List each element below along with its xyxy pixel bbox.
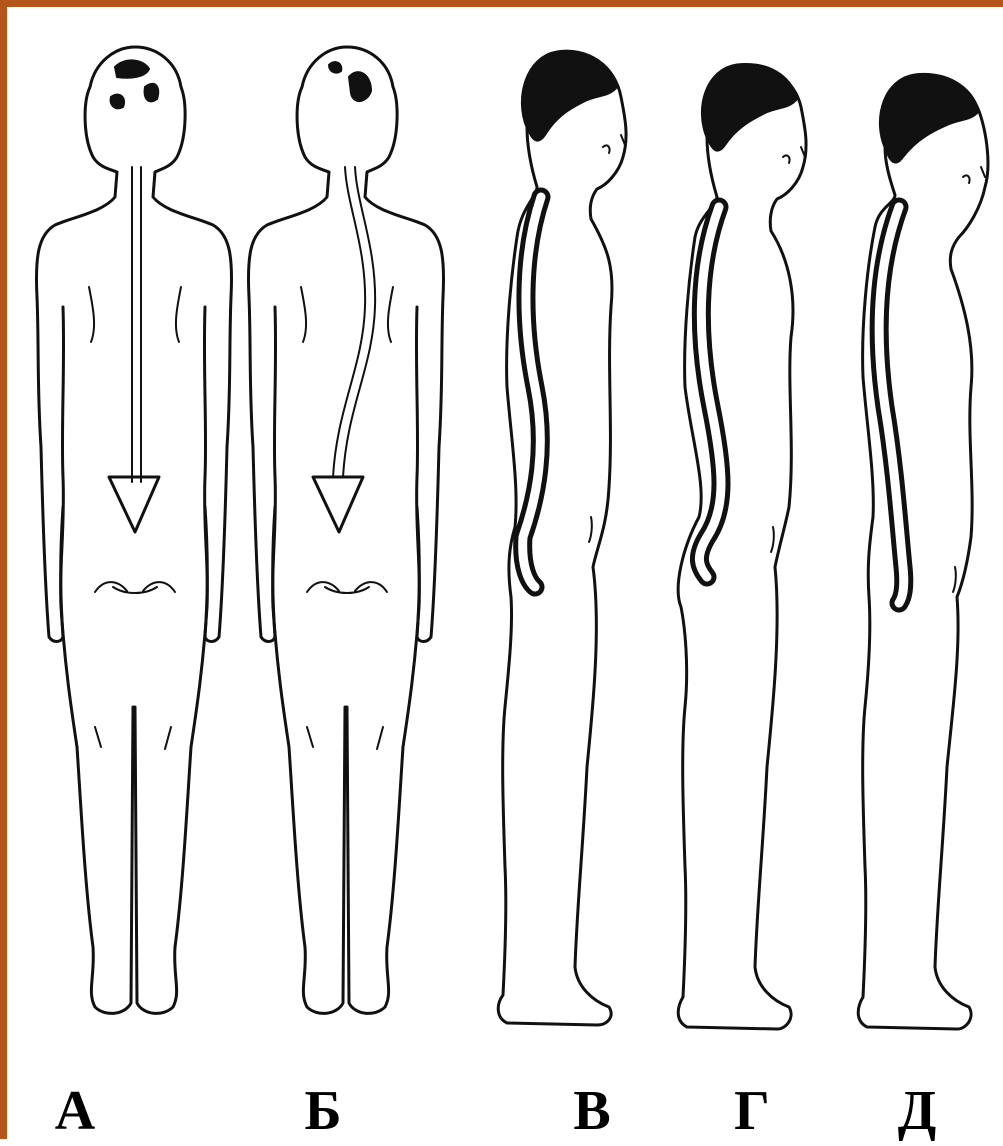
hair-patch xyxy=(115,60,149,77)
posture-illustration xyxy=(7,7,1003,1146)
spine-arrow-head xyxy=(109,477,159,532)
label-a: А xyxy=(35,1081,115,1141)
figure-d xyxy=(858,74,988,1029)
label-b: Б xyxy=(283,1081,363,1141)
figure-b xyxy=(248,47,443,1013)
figure-g xyxy=(678,64,806,1029)
spine-curve-right xyxy=(343,167,375,477)
figure-v xyxy=(498,51,626,1025)
label-g: Г xyxy=(712,1081,792,1141)
head-outline xyxy=(858,74,988,1029)
label-d: Д xyxy=(877,1081,957,1141)
figure-a xyxy=(36,47,231,1013)
spine-arrow-head xyxy=(313,477,363,532)
label-v: В xyxy=(552,1081,632,1141)
